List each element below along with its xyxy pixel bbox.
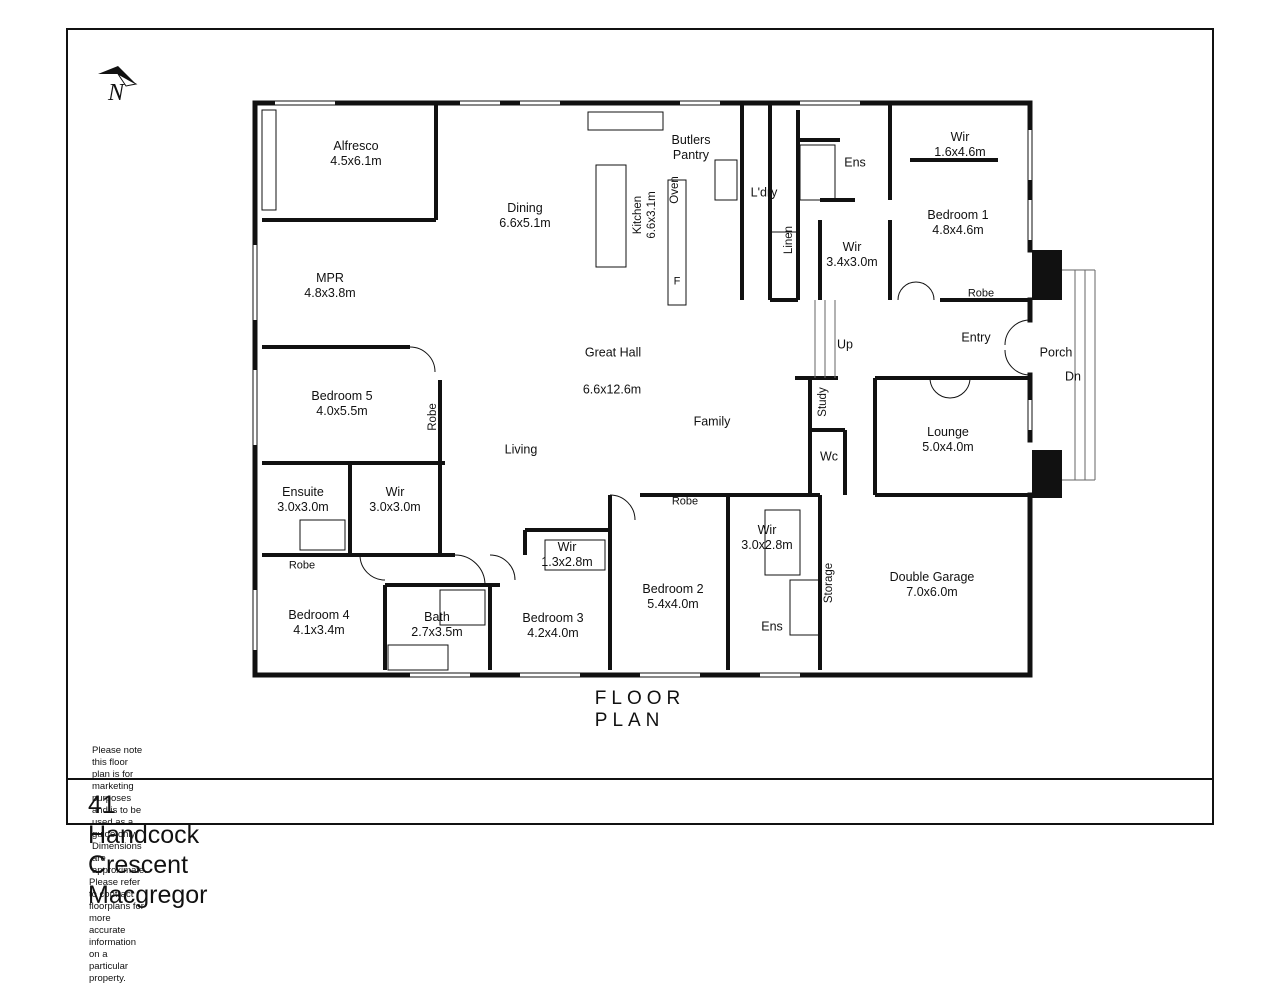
room-size: 3.0x3.0m	[277, 500, 329, 514]
room-ensuite-4: Ensuite 3.0x3.0m	[277, 485, 328, 515]
room-name: Dining	[507, 201, 543, 215]
room-entry: Entry	[961, 330, 991, 345]
windows	[253, 101, 1032, 677]
room-size: 1.6x4.6m	[934, 145, 986, 159]
room-name: Wir	[557, 540, 577, 554]
page-frame	[66, 28, 1214, 825]
room-size: 3.0x3.0m	[369, 500, 421, 514]
room-double-garage: Double Garage 7.0x6.0m	[890, 570, 975, 600]
property-address: 41 Handcock Crescent Macgregor	[88, 791, 208, 909]
room-robe-bed4: Robe	[288, 559, 316, 572]
room-size: 5.0x4.0m	[922, 440, 974, 454]
room-size: 4.8x4.6m	[932, 223, 984, 237]
room-great-hall-name: Great Hall	[584, 345, 642, 360]
room-size: 6.6x5.1m	[499, 216, 551, 230]
interior-walls	[262, 103, 1030, 670]
room-name: Bedroom 1	[927, 208, 989, 222]
room-bedroom-3: Bedroom 3 4.2x4.0m	[522, 611, 583, 641]
room-storage: Storage	[823, 562, 835, 604]
room-name: Bedroom 3	[522, 611, 584, 625]
room-wir-bed4: Wir 3.0x3.0m	[369, 485, 420, 515]
room-wir-bed2: Wir 3.0x2.8m	[741, 523, 792, 553]
room-bedroom-1: Bedroom 1 4.8x4.6m	[927, 208, 988, 238]
room-size: 1.3x2.8m	[541, 555, 593, 569]
floor-plan-drawing	[252, 100, 1096, 678]
footer-divider	[66, 778, 1214, 780]
room-name: Bath	[424, 610, 450, 624]
fridge-label: F	[673, 275, 681, 288]
stairs-down-label: Dn	[1065, 369, 1081, 384]
room-name: Ensuite	[282, 485, 324, 499]
room-size: 4.5x6.1m	[330, 154, 382, 168]
room-size: 3.4x3.0m	[826, 255, 878, 269]
north-letter: N	[107, 80, 126, 104]
room-bedroom-4: Bedroom 4 4.1x3.4m	[288, 608, 349, 638]
room-name: Lounge	[927, 425, 969, 439]
room-study: Study	[817, 387, 829, 417]
room-wir-bed3: Wir 1.3x2.8m	[541, 540, 592, 570]
room-name: Alfresco	[333, 139, 379, 153]
room-linen: Linen	[783, 225, 795, 255]
room-robe-bed1: Robe	[967, 287, 995, 300]
room-name: Bedroom 5	[311, 389, 373, 403]
room-wir-master-side: Wir 3.4x3.0m	[826, 240, 877, 270]
room-bath: Bath 2.7x3.5m	[411, 610, 462, 640]
room-size: 5.4x4.0m	[647, 597, 699, 611]
room-butlers-pantry: Butlers Pantry	[672, 133, 711, 163]
room-robe-bed2: Robe	[671, 495, 699, 508]
room-robe-bed5: Robe	[427, 403, 439, 431]
room-mpr: MPR 4.8x3.8m	[304, 271, 355, 301]
room-wc: Wc	[819, 449, 839, 464]
porch-steps	[814, 269, 1096, 481]
room-kitchen: Kitchen 6.6x3.1m	[631, 191, 659, 238]
room-bedroom-5: Bedroom 5 4.0x5.5m	[311, 389, 372, 419]
room-name: Wir	[842, 240, 862, 254]
room-wir-master: Wir 1.6x4.6m	[934, 130, 985, 160]
plan-title: FLOOR PLAN	[594, 688, 686, 731]
oven-label: Oven	[669, 176, 681, 204]
room-size: 4.0x5.5m	[316, 404, 368, 418]
room-porch: Porch	[1039, 345, 1073, 360]
room-bedroom-2: Bedroom 2 5.4x4.0m	[642, 582, 703, 612]
room-ensuite-2: Ens	[761, 619, 783, 634]
stairs-up-label: Up	[837, 337, 853, 352]
porch-pillars	[1032, 250, 1062, 498]
room-name: MPR	[316, 271, 344, 285]
room-size: 3.0x2.8m	[741, 538, 793, 552]
room-name: Double Garage	[889, 570, 975, 584]
fixtures	[261, 109, 836, 671]
room-size: 4.1x3.4m	[293, 623, 345, 637]
room-name: Bedroom 2	[642, 582, 704, 596]
room-laundry: L'dry	[750, 185, 778, 200]
room-name: Wir	[757, 523, 777, 537]
room-size: 6.6x3.1m	[646, 191, 658, 239]
room-name: Butlers	[671, 133, 711, 147]
room-name: Kitchen	[632, 195, 644, 235]
room-great-hall-size: 6.6x12.6m	[582, 382, 642, 397]
room-lounge: Lounge 5.0x4.0m	[922, 425, 973, 455]
room-name: Wir	[950, 130, 970, 144]
room-name: Wir	[385, 485, 405, 499]
room-size: 4.8x3.8m	[304, 286, 356, 300]
north-arrow-icon: N	[98, 66, 138, 104]
door-swings	[359, 281, 1031, 586]
room-size: 7.0x6.0m	[906, 585, 958, 599]
room-living: Living	[504, 442, 538, 457]
room-family: Family	[693, 414, 731, 429]
room-name: Bedroom 4	[288, 608, 350, 622]
room-alfresco: Alfresco 4.5x6.1m	[330, 139, 381, 169]
room-ensuite-1: Ens	[844, 155, 866, 170]
room-size: 2.7x3.5m	[411, 625, 463, 639]
room-size: 4.2x4.0m	[527, 626, 579, 640]
room-dining: Dining 6.6x5.1m	[499, 201, 550, 231]
room-name-line2: Pantry	[672, 148, 710, 162]
